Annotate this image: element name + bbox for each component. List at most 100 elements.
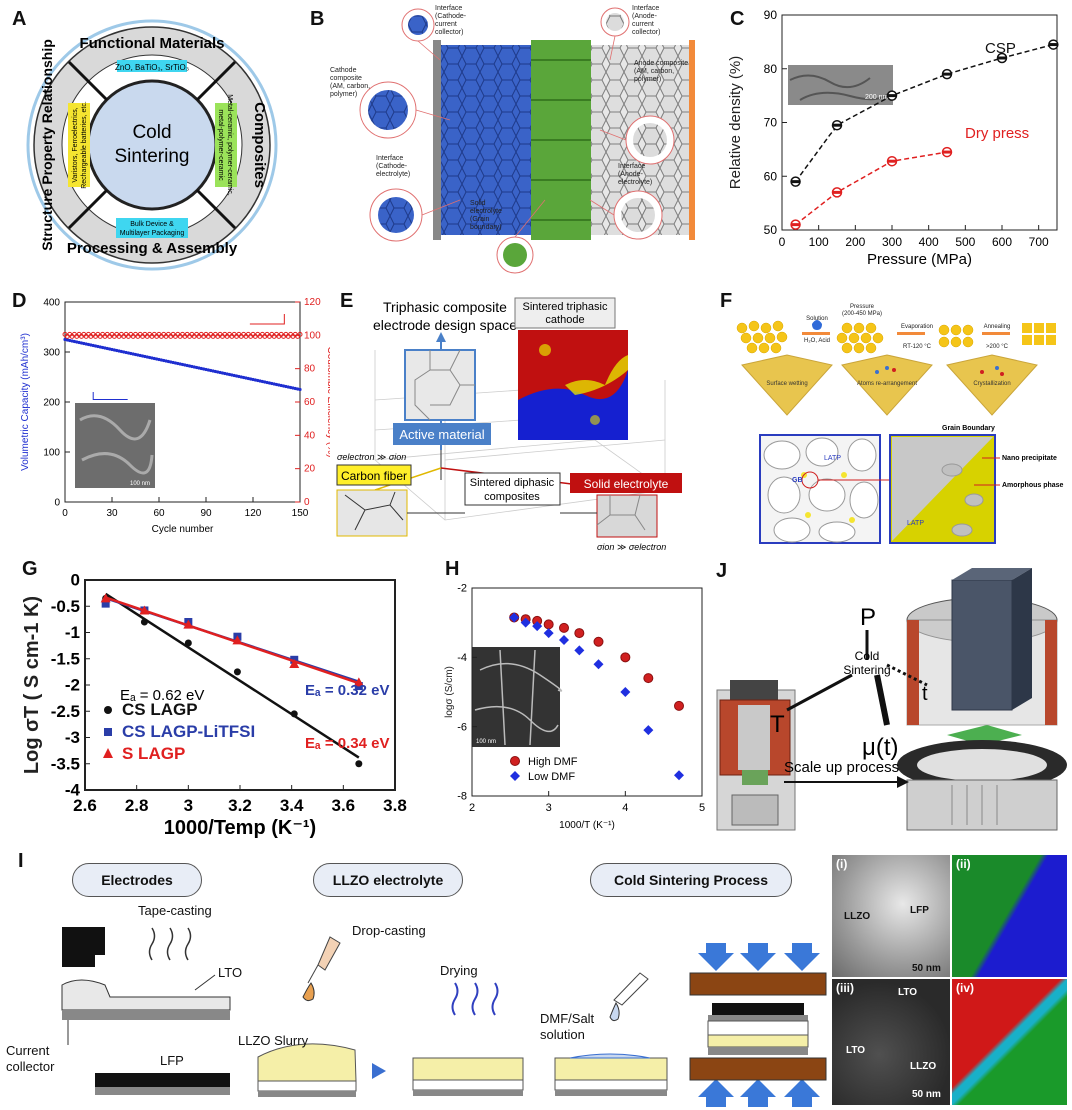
y-tick-label: 400 (43, 297, 60, 308)
em-image-ii: (ii) (952, 855, 1067, 977)
y-axis-label: Volumetric Capacity (mAh/cm³) (20, 333, 31, 471)
data-point (353, 677, 364, 687)
y-tick-label: 0 (54, 497, 60, 508)
y-tick-label: -3.5 (51, 754, 80, 773)
data-point (559, 635, 569, 645)
em-tag: (i) (836, 857, 848, 871)
latp-label-zoom: LATP (907, 520, 924, 527)
x-tick-label: 500 (955, 235, 975, 249)
scale-up-label: Scale up process (784, 759, 899, 776)
y-tick-label: -1.5 (51, 649, 80, 668)
label-mu: μ(t) (862, 734, 898, 761)
y2-tick-label: 40 (304, 430, 316, 441)
step-annealing: Annealing (984, 324, 1011, 330)
data-point (232, 635, 243, 645)
x-tick-label: 200 (845, 235, 865, 249)
data-point (543, 619, 554, 630)
data-point (574, 628, 585, 639)
em-tag: (iv) (956, 981, 974, 995)
battery-interface-schematic: Interface (Cathode- current collector) I… (330, 5, 695, 274)
data-point (509, 612, 520, 623)
active-material-label: Active material (399, 427, 484, 442)
llzo-slurry-label: LLZO Slurry (238, 1033, 309, 1048)
sem-inset (472, 647, 560, 747)
y-axis-label: logσ (S/cm) (444, 666, 455, 718)
x-tick-label: 2.6 (73, 796, 97, 815)
y-axis-label: Log σT ( S cm-1 K) (21, 596, 43, 774)
nano-precipitate-label: Nano precipitate (1002, 455, 1057, 462)
panel-f: F Solution H₂O, Acid Pressure (200-450 M… (712, 290, 1072, 550)
data-point (140, 618, 148, 626)
data-point (574, 645, 585, 656)
x-tick-label: 3.8 (383, 796, 407, 815)
x-tick-label: 2 (469, 802, 475, 814)
data-point (289, 659, 300, 668)
data-point (620, 687, 631, 697)
annotation-ea-lagp-litfsi: Eₐ = 0.32 eV (305, 682, 389, 699)
stage-rearrangement: Atoms re-arrangement (857, 381, 917, 387)
label-cathode-cc-3: current (435, 21, 457, 28)
data-point (183, 619, 194, 629)
panel-letter: H (445, 558, 460, 580)
legend-label: CS LAGP-LiTFSI (122, 722, 255, 741)
title-line-2: electrode design space (373, 317, 517, 333)
y-tick-label: 70 (764, 116, 778, 130)
panel-a: A Cold Sintering Functional Materials Pr… (0, 0, 290, 280)
x-tick-label: 400 (919, 235, 939, 249)
label-cathode-cc-4: collector) (435, 29, 463, 36)
sigma-ion-label: σion ≫ σelectron (597, 542, 666, 552)
fit-line-0 (104, 592, 360, 759)
step-solution-sub: H₂O, Acid (804, 338, 830, 344)
y-tick-label: 200 (43, 397, 60, 408)
label-cathode-cc-1: Interface (435, 5, 462, 12)
series-label-dry-press: Dry press (965, 125, 1029, 142)
gb-label: GB (792, 477, 803, 484)
diphasic-line-1: Sintered diphasic (470, 477, 555, 489)
step-solution: Solution (806, 316, 828, 322)
tag-structure-1: Varistors, Ferroelectrics, (72, 107, 79, 182)
em-image-iii: (iii) LTO LTO LLZO 50 nm (832, 979, 950, 1105)
y-tick-label: 100 (43, 447, 60, 458)
gb-title: Grain Boundary (942, 425, 995, 432)
em-tag: (ii) (956, 857, 971, 871)
scale-up-schematic: P T t μ(t) Cold Sintering Scale up proce… (716, 568, 1067, 831)
legend-marker (104, 706, 112, 714)
label-anode-comp-1: Anode composite (634, 60, 688, 67)
x-tick-label: 3 (184, 796, 193, 815)
em-image-i: (i) LLZO LFP 50 nm (832, 855, 950, 977)
x-axis-label: Pressure (MPa) (867, 251, 972, 268)
data-point (620, 652, 631, 663)
y-tick-label: -4 (65, 781, 81, 800)
x-axis-label: Cycle number (152, 524, 214, 535)
x-tick-label: 90 (200, 508, 212, 519)
label-anode-comp-3: polymer) (634, 76, 661, 83)
panel-letter: D (12, 290, 27, 312)
x-tick-label: 5 (699, 802, 705, 814)
solid-electrolyte-box (570, 473, 682, 493)
label-anode-el-3: electrolyte) (618, 179, 652, 186)
em-scale-bar: 50 nm (912, 1089, 941, 1100)
label-t-temp: T (770, 711, 785, 738)
stage-crystallization: Crystallization (973, 381, 1010, 387)
y2-tick-label: 20 (304, 464, 316, 475)
x-tick-label: 60 (153, 508, 165, 519)
y-tick-label: -2.5 (51, 702, 80, 721)
y-tick-label: -1 (65, 623, 80, 642)
diphasic-box (464, 472, 561, 506)
legend-label: Low DMF (528, 771, 575, 783)
em-image-iv: (iv) (952, 979, 1067, 1105)
sintered-triphasic-box (514, 297, 616, 329)
series-trend-0 (794, 43, 1054, 183)
current-collector-line-2: collector (6, 1059, 55, 1074)
sector-composites: Composites (251, 102, 268, 188)
legend-marker (510, 756, 520, 766)
data-point (593, 636, 604, 647)
label-solid-el-4: boundary) (470, 224, 502, 231)
y-tick-label: 0 (71, 571, 80, 590)
panel-letter: A (12, 8, 27, 30)
label-cathode-cc-2: (Cathode- (435, 13, 467, 20)
panel-i: I Electrodes LLZO electrolyte Cold Sinte… (0, 845, 1072, 1110)
label-solid-el-3: (Grain (470, 216, 490, 223)
